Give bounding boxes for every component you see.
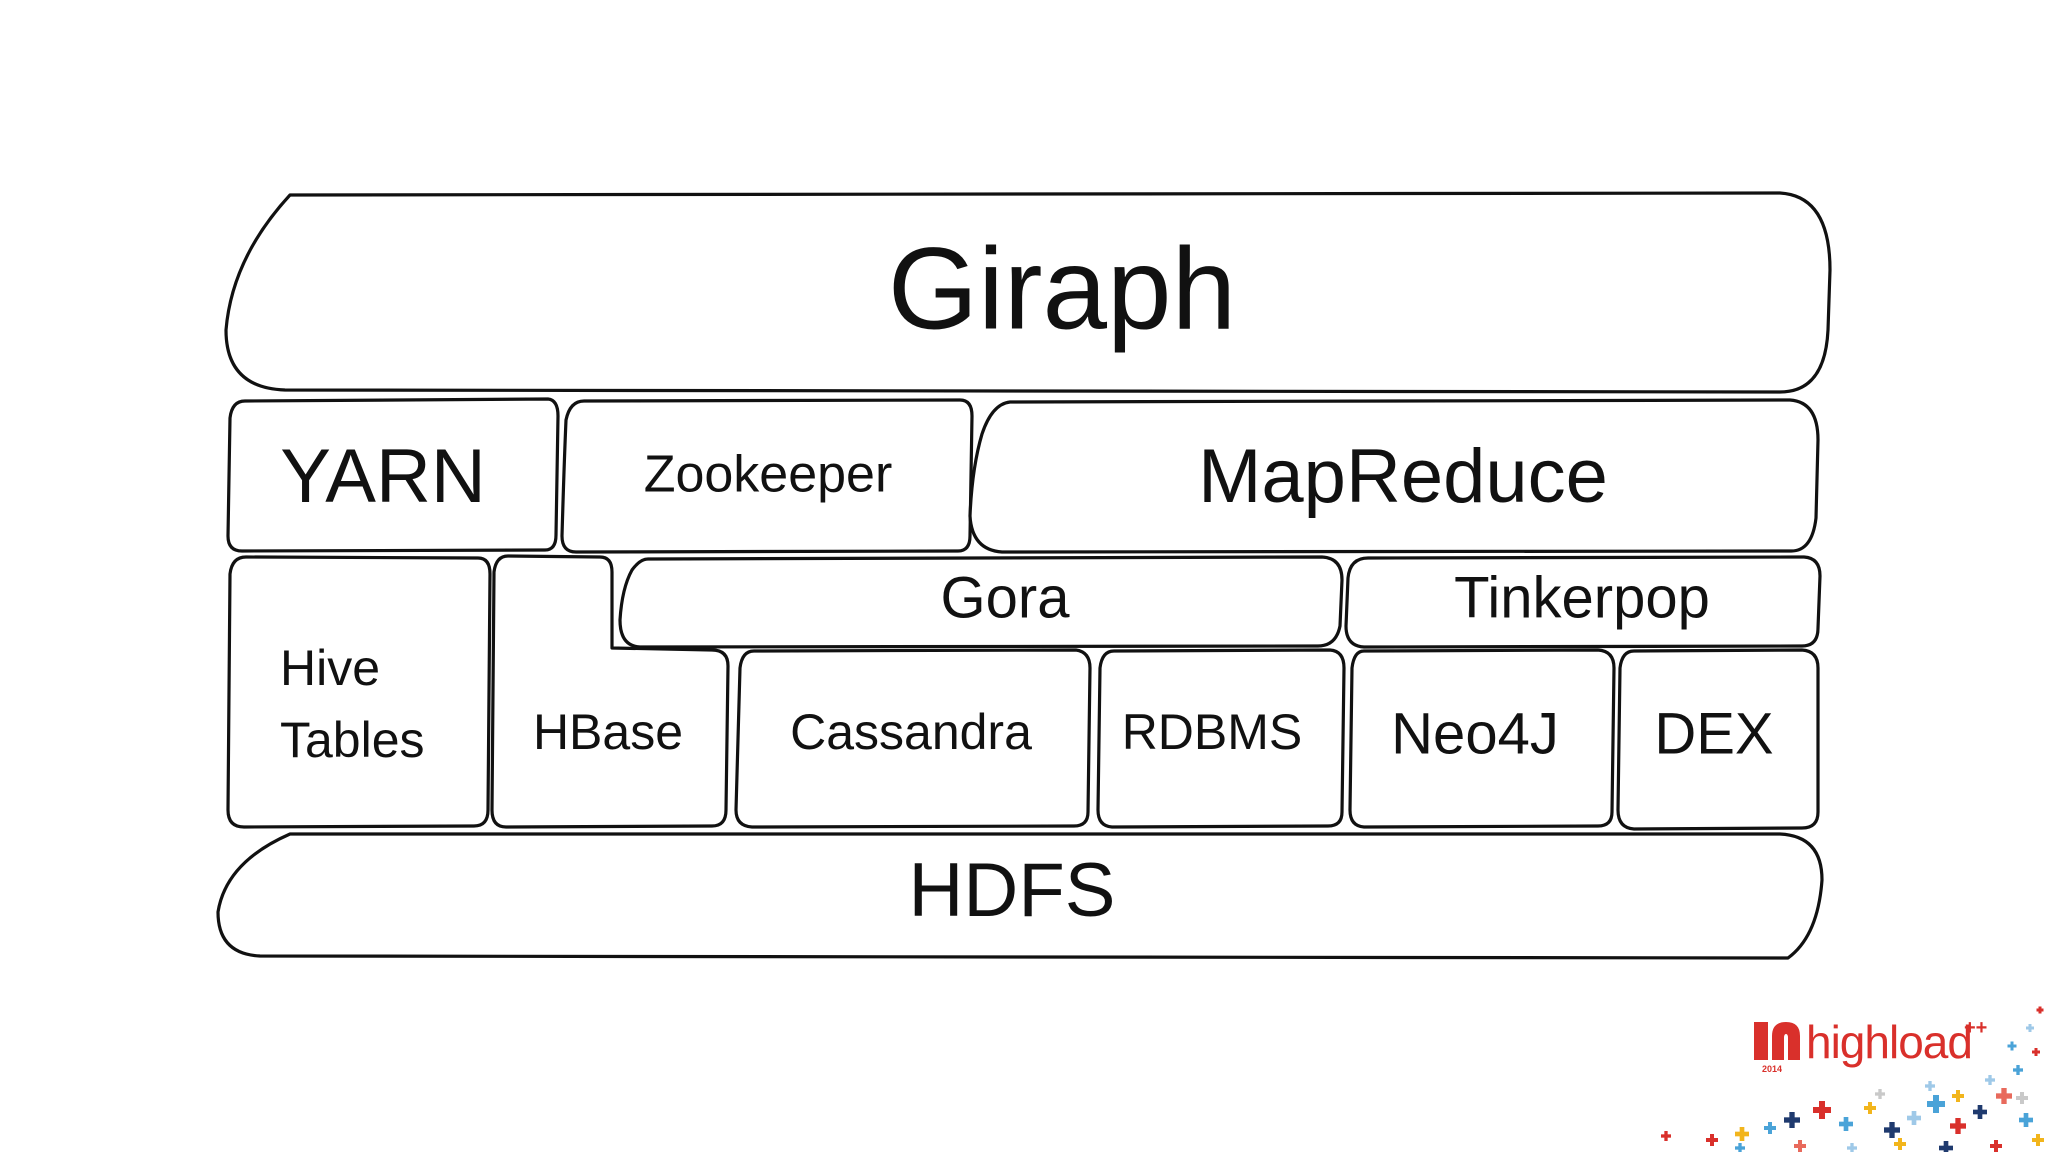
gora-box xyxy=(618,555,1344,649)
decorative-cross-v xyxy=(1819,1101,1825,1119)
hdfs-box xyxy=(216,832,1824,960)
hbase-box xyxy=(490,554,730,829)
logo-year: 2014 xyxy=(1762,1064,1782,1074)
layer-hdfs: HDFS xyxy=(216,832,1824,960)
giraph-label: Giraph xyxy=(888,224,1236,354)
tinkerpop-box xyxy=(1344,555,1822,649)
decorative-cross-v xyxy=(2020,1092,2024,1104)
decorative-cross-v xyxy=(1933,1095,1939,1113)
yarn-box xyxy=(226,397,560,553)
hdfs-label: HDFS xyxy=(909,848,1116,933)
neo4j-label: Neo4J xyxy=(1391,701,1559,766)
decorative-cross-v xyxy=(2036,1134,2040,1146)
decorative-cross-v xyxy=(2023,1113,2029,1127)
decorative-cross-v xyxy=(1994,1140,1998,1152)
logo-text: highload xyxy=(1806,1016,1972,1068)
decorative-cross-v xyxy=(1868,1102,1872,1114)
mapreduce-label: MapReduce xyxy=(1198,434,1608,519)
decorative-cross-v xyxy=(2010,1041,2014,1051)
layer-services: YARN Zookeeper MapReduce xyxy=(226,397,1820,554)
decorative-cross-v xyxy=(2038,1006,2042,1014)
layer-middleware: Gora Tinkerpop xyxy=(618,555,1822,649)
mapreduce-box xyxy=(968,398,1820,554)
decorative-cross-v xyxy=(2028,1024,2032,1032)
decorative-cross-v xyxy=(2034,1048,2038,1056)
decorative-cross-v xyxy=(1889,1122,1895,1138)
decorative-cross-v xyxy=(1789,1112,1795,1128)
zookeeper-label: Zookeeper xyxy=(644,446,893,504)
decorative-cross-v xyxy=(1977,1105,1983,1119)
rdbms-box xyxy=(1096,648,1346,829)
hive-label-line1: Hive xyxy=(280,640,380,696)
highload-logo: 2014 highload ++ xyxy=(1754,1016,1987,1074)
decorative-cross-v xyxy=(1898,1138,1902,1150)
decorative-cross-v xyxy=(1664,1131,1668,1141)
decorative-cross-v xyxy=(1768,1122,1772,1134)
decorative-cross-v xyxy=(1911,1111,1917,1125)
decorative-cross-v xyxy=(1843,1117,1849,1131)
decorative-cross-v xyxy=(1928,1081,1932,1091)
decorative-cross-v xyxy=(1943,1141,1949,1152)
decorative-cross-v xyxy=(1988,1075,1992,1085)
dex-box xyxy=(1616,648,1820,831)
decorative-cross-pattern xyxy=(1661,1006,2044,1152)
giraph-box xyxy=(224,191,1832,394)
tinkerpop-label: Tinkerpop xyxy=(1454,565,1710,630)
neo4j-box xyxy=(1348,648,1616,829)
hbase-label: HBase xyxy=(533,704,683,760)
decorative-cross-v xyxy=(2016,1065,2020,1075)
layer-stores: Hive Tables HBase Cassandra RDBMS Neo4J … xyxy=(226,554,1820,831)
decorative-cross-v xyxy=(1798,1140,1802,1152)
decorative-cross-v xyxy=(1850,1143,1854,1152)
decorative-cross-v xyxy=(1878,1089,1882,1099)
decorative-cross-v xyxy=(1956,1090,1960,1102)
decorative-cross-v xyxy=(2001,1088,2007,1104)
zookeeper-box xyxy=(560,398,974,554)
logo-mark-icon xyxy=(1754,1022,1800,1060)
cassandra-box xyxy=(734,648,1092,829)
rdbms-label: RDBMS xyxy=(1122,704,1303,760)
dex-label: DEX xyxy=(1654,701,1773,766)
hive-tables-box xyxy=(226,555,492,829)
decorative-cross-v xyxy=(1955,1118,1961,1134)
layer-giraph: Giraph xyxy=(224,191,1832,394)
cassandra-label: Cassandra xyxy=(790,704,1032,760)
decorative-cross-v xyxy=(1710,1134,1714,1146)
logo-superscript: ++ xyxy=(1964,1017,1987,1039)
decorative-cross-v xyxy=(1739,1127,1745,1141)
hive-label-line2: Tables xyxy=(280,712,425,768)
yarn-label: YARN xyxy=(280,434,486,519)
decorative-cross-v xyxy=(1738,1143,1742,1152)
gora-label: Gora xyxy=(941,565,1071,630)
